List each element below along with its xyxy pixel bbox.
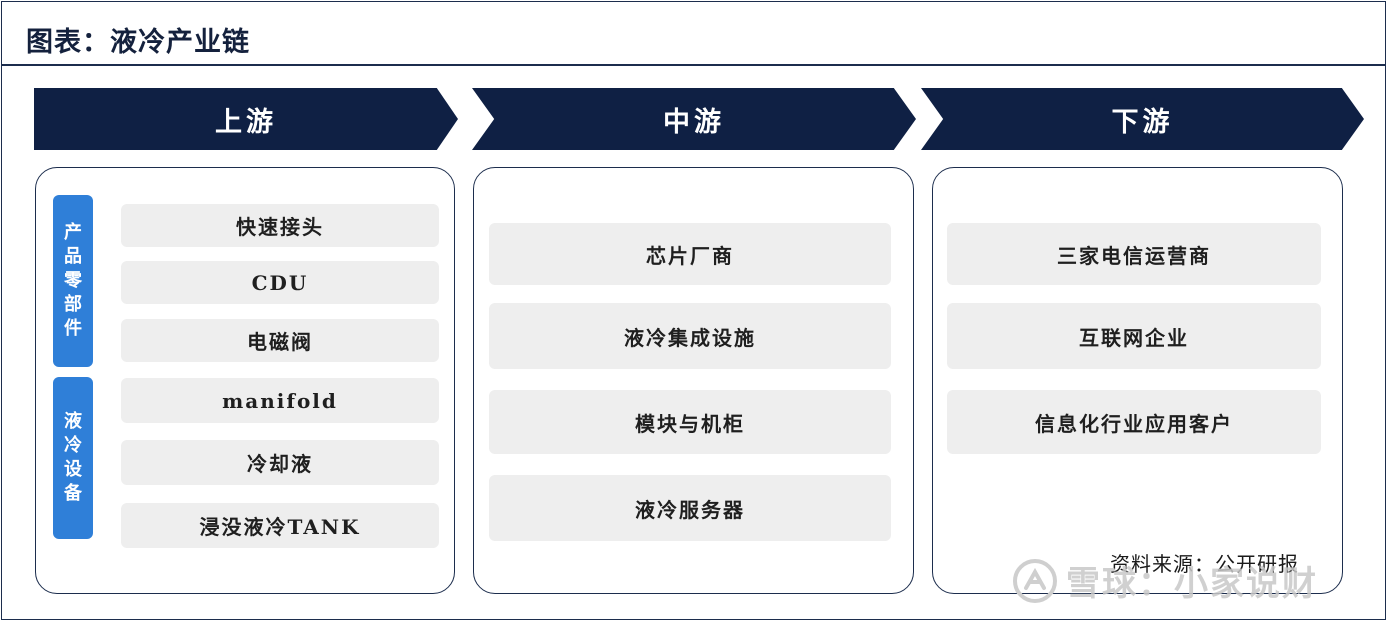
item-label: 液冷服务器 (635, 497, 745, 522)
list-item-cdu: CDU (121, 261, 439, 304)
group-label-parts-text: 产品零部件 (64, 224, 82, 338)
group-label-char: 备 (64, 483, 82, 504)
stage-label-downstream: 下游 (1111, 106, 1174, 138)
item-label: manifold (222, 388, 338, 413)
group-label-equipment: 液冷设备 (53, 377, 93, 539)
upstream-panel: 产品零部件 液冷设备 快速接头 CDU 电磁阀 manifold 冷却液 浸没液… (35, 167, 455, 594)
stage-label-upstream: 上游 (215, 106, 277, 138)
list-item-modules-cabinets: 模块与机柜 (489, 390, 891, 454)
group-label-char: 零 (64, 270, 82, 291)
snowball-logo-icon (1013, 558, 1057, 603)
page-title: 图表：液冷产业链 (26, 27, 250, 58)
stage-label-midstream: 中游 (663, 106, 725, 138)
group-label-char: 液 (64, 411, 82, 432)
group-label-parts: 产品零部件 (53, 195, 93, 367)
list-item-it-industry: 信息化行业应用客户 (947, 390, 1321, 454)
watermark-text: 雪球：小家说财 (1066, 564, 1318, 604)
item-label: 电磁阀 (247, 330, 313, 354)
stage-arrow-downstream: 下游 (921, 88, 1364, 150)
group-label-char: 冷 (64, 435, 82, 456)
item-label: 快速接头 (236, 215, 324, 239)
list-item-telecom: 三家电信运营商 (947, 223, 1321, 285)
group-label-char: 件 (64, 318, 82, 339)
group-label-char: 设 (64, 459, 82, 480)
item-label: 信息化行业应用客户 (1035, 411, 1233, 436)
item-label: 三家电信运营商 (1057, 243, 1211, 268)
item-label: 芯片厂商 (646, 243, 734, 268)
downstream-panel: 三家电信运营商 互联网企业 信息化行业应用客户 (932, 167, 1343, 594)
group-label-char: 产 (64, 222, 82, 243)
item-label: 浸没液冷TANK (199, 515, 361, 539)
title-bar: 图表：液冷产业链 (2, 2, 1385, 66)
source-note: 资料来源：公开研报 (1110, 552, 1299, 576)
list-item-manifold: manifold (121, 378, 439, 423)
list-item-immersion-tank: 浸没液冷TANK (121, 503, 439, 548)
midstream-panel: 芯片厂商 液冷集成设施 模块与机柜 液冷服务器 (473, 167, 914, 594)
group-label-char: 部 (64, 294, 82, 315)
item-label: 互联网企业 (1079, 325, 1189, 350)
group-label-char: 品 (64, 246, 82, 267)
list-item-servers: 液冷服务器 (489, 475, 891, 541)
list-item-quick-connector: 快速接头 (121, 204, 439, 247)
stage-arrow-midstream: 中游 (472, 88, 916, 150)
list-item-integration: 液冷集成设施 (489, 303, 891, 369)
list-item-chip-makers: 芯片厂商 (489, 223, 891, 285)
item-label: 液冷集成设施 (624, 325, 756, 350)
list-item-coolant: 冷却液 (121, 440, 439, 485)
list-item-solenoid-valve: 电磁阀 (121, 319, 439, 362)
item-label: 模块与机柜 (635, 411, 745, 436)
item-label: CDU (251, 270, 309, 295)
watermark: 雪球：小家说财 (1012, 556, 1318, 605)
item-label: 冷却液 (247, 452, 313, 476)
group-label-equipment-text: 液冷设备 (64, 413, 82, 503)
list-item-internet: 互联网企业 (947, 303, 1321, 369)
stage-arrow-upstream: 上游 (34, 88, 458, 150)
